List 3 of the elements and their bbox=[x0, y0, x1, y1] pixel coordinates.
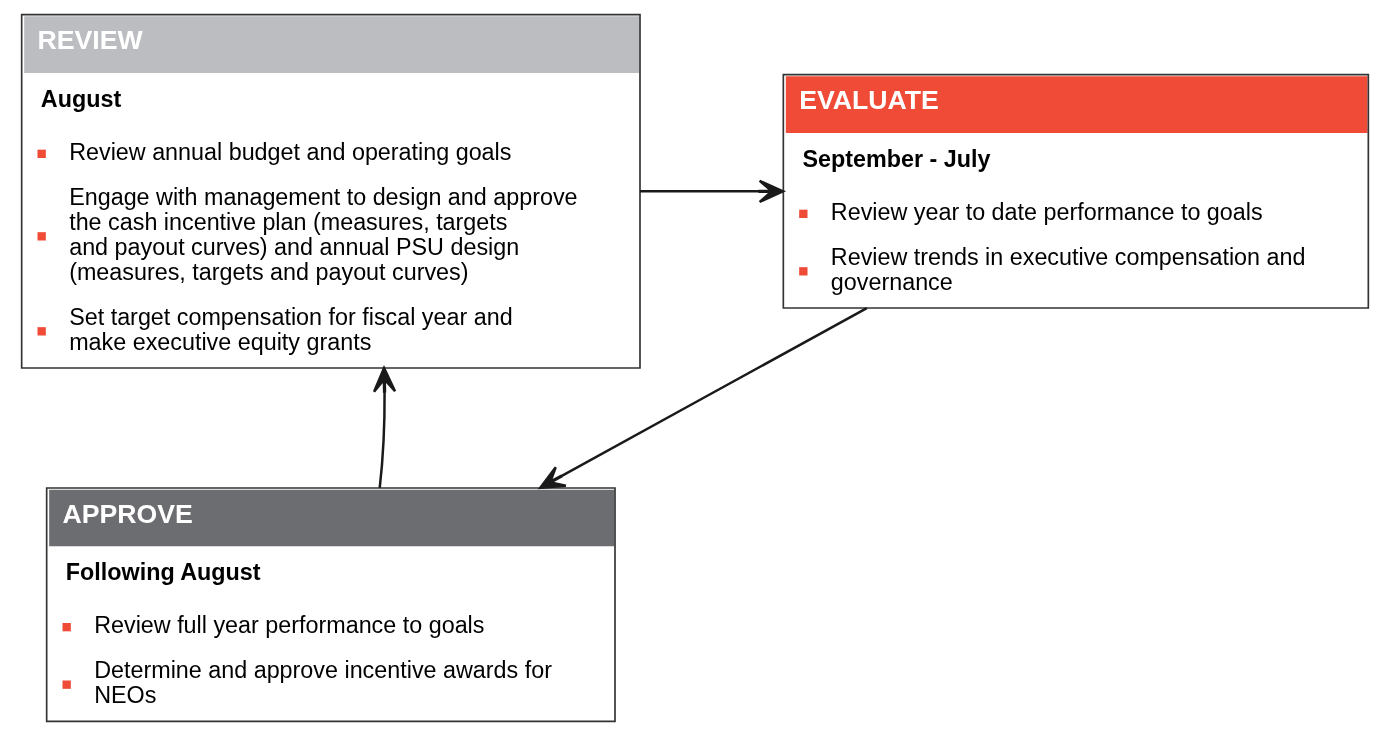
arrow bbox=[640, 179, 785, 204]
arrow bbox=[539, 306, 868, 489]
arrow bbox=[372, 366, 397, 488]
